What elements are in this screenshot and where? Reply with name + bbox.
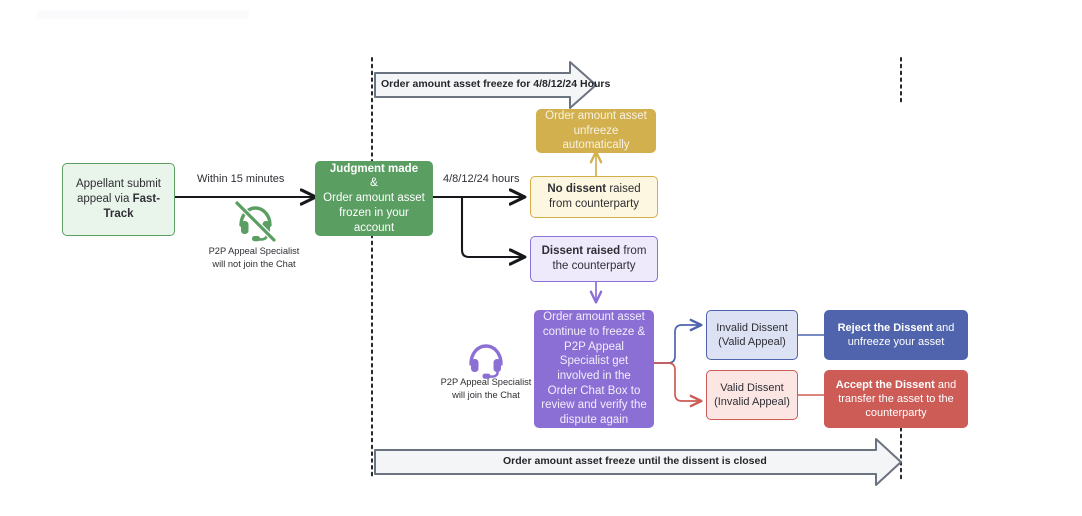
node-unfreeze-automatically[interactable]: Order amount asset unfreeze automaticall… xyxy=(536,109,656,153)
node-judgment-bold: Judgment made xyxy=(329,162,419,175)
node-no-dissent[interactable]: No dissent raised from counterparty xyxy=(530,176,658,218)
node-no-dissent-bold: No dissent xyxy=(547,183,607,196)
node-invalid-line1: Invalid Dissent xyxy=(716,321,788,334)
headset-muted-caption: P2P Appeal Specialist will not join the … xyxy=(184,245,324,270)
node-valid-dissent[interactable]: Valid Dissent (Invalid Appeal) xyxy=(706,370,798,420)
bottom-banner-label: Order amount asset freeze until the diss… xyxy=(503,455,767,467)
node-invalid-line2: (Valid Appeal) xyxy=(718,336,786,348)
node-judgment-made[interactable]: Judgment made & Order amount asset frozen … xyxy=(315,161,433,236)
node-reject-rest: and unfreeze your asset xyxy=(847,321,955,348)
node-appellant-bold: Fast-Track xyxy=(103,193,161,220)
edge-label-hours: 4/8/12/24 hours xyxy=(443,173,520,185)
node-valid-line1: Valid Dissent xyxy=(720,381,784,394)
edge-label-within-15-minutes: Within 15 minutes xyxy=(197,173,285,185)
node-valid-line2: (Invalid Appeal) xyxy=(714,396,790,408)
node-dissent-bold: Dissent raised xyxy=(541,245,621,258)
headset-muted-caption-line1: P2P Appeal Specialist xyxy=(208,246,300,256)
node-invalid-dissent[interactable]: Invalid Dissent (Valid Appeal) xyxy=(706,310,798,360)
node-dissent-rest: from the counterparty xyxy=(552,245,647,272)
node-reject-bold: Reject the Dissent xyxy=(837,321,933,334)
headset-caption-line1: P2P Appeal Specialist xyxy=(440,377,532,387)
node-no-dissent-rest: raised from counterparty xyxy=(548,183,641,210)
node-unfreeze-text: Order amount asset unfreeze automaticall… xyxy=(545,109,647,152)
node-accept-dissent[interactable]: Accept the Dissent and transfer the asse… xyxy=(824,370,968,428)
headset-icon xyxy=(463,340,509,380)
node-judgment-amp: & xyxy=(370,177,378,190)
node-judgment-rest: Order amount asset frozen in your accoun… xyxy=(323,192,425,234)
top-banner-label: Order amount asset freeze for 4/8/12/24 … xyxy=(381,78,611,90)
headset-caption-line2: will join the Chat xyxy=(452,389,520,400)
headset-muted-icon xyxy=(228,199,280,243)
node-review-dispute[interactable]: Order amount asset continue to freeze & … xyxy=(534,310,654,428)
node-accept-rest: and transfer the asset to the counterpar… xyxy=(838,378,957,420)
headset-muted-caption-line2: will not join the Chat xyxy=(212,258,296,269)
background-artifact xyxy=(37,10,249,21)
node-accept-bold: Accept the Dissent xyxy=(835,378,935,391)
node-appellant-submit[interactable]: Appellant submit appeal via Fast-Track xyxy=(62,163,175,236)
headset-caption: P2P Appeal Specialist will join the Chat xyxy=(416,376,556,401)
node-dissent-raised[interactable]: Dissent raised from the counterparty xyxy=(530,236,658,282)
node-appellant-text: Appellant submit appeal via xyxy=(75,178,162,206)
node-review-text: Order amount asset continue to freeze & … xyxy=(541,311,647,427)
node-reject-dissent[interactable]: Reject the Dissent and unfreeze your ass… xyxy=(824,310,968,360)
